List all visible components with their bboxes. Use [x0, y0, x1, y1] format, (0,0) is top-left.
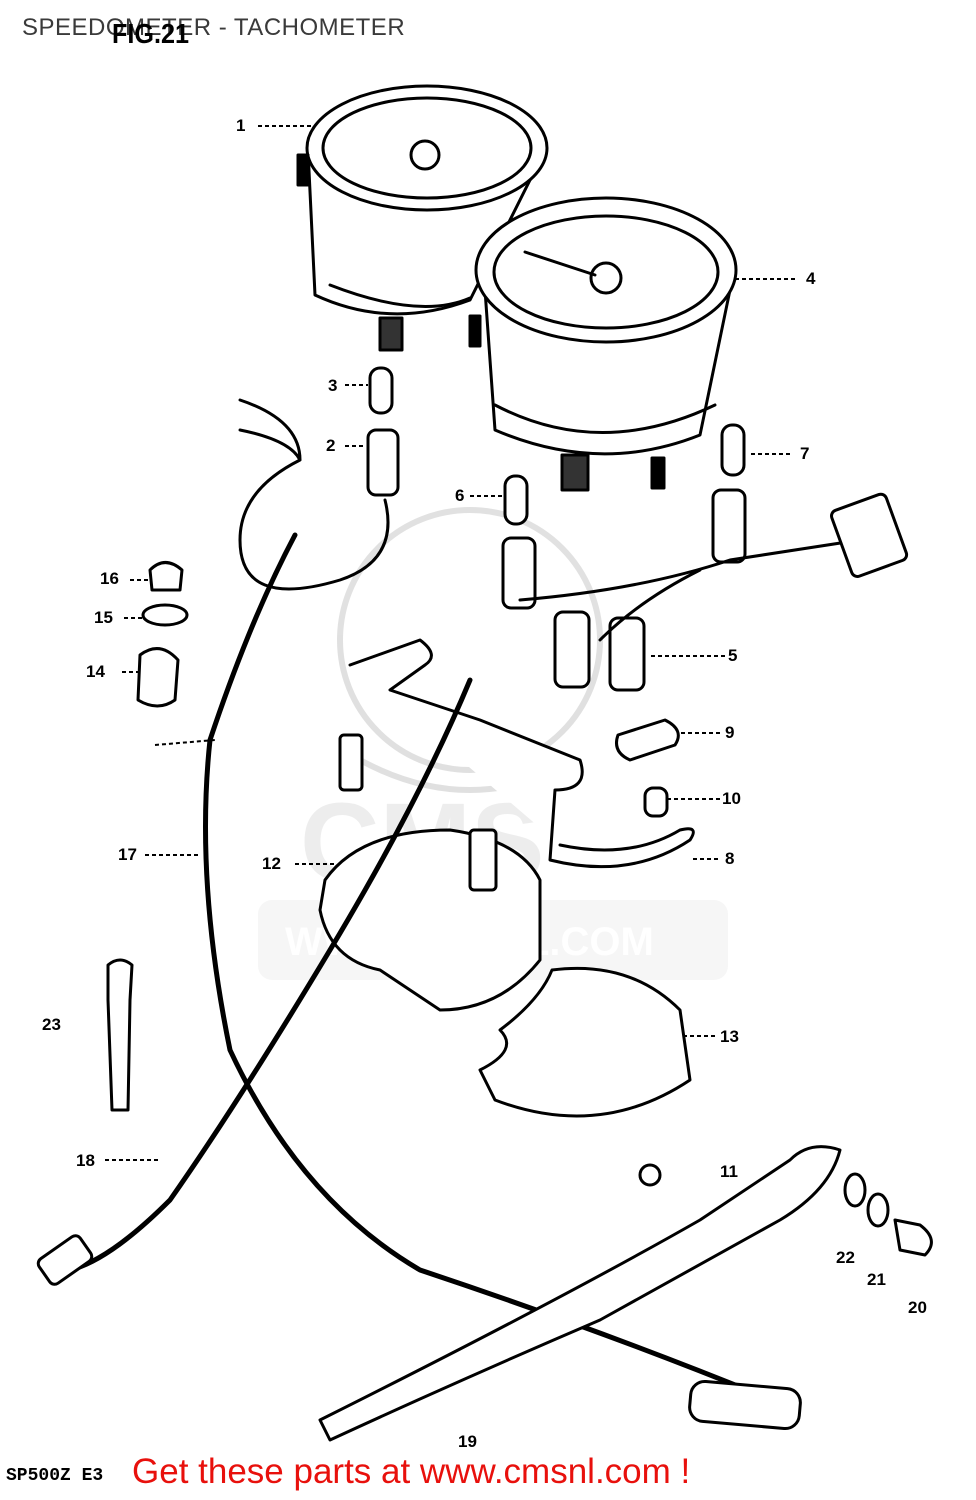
bulb-3 [368, 366, 394, 415]
callout-14: 14 [86, 662, 105, 681]
callout-5: 5 [728, 646, 738, 665]
tachometer [474, 196, 738, 492]
callout-13: 13 [720, 1027, 739, 1046]
callout-23: 23 [42, 1015, 61, 1034]
socket-5a [501, 536, 537, 610]
bracket-23 [106, 958, 134, 1112]
callout-16: 16 [100, 569, 119, 588]
callout-2: 2 [326, 436, 336, 455]
socket-5c [608, 616, 646, 692]
callout-15: 15 [94, 608, 113, 627]
washer-15 [141, 603, 189, 627]
cable-18 [67, 677, 473, 1273]
washer-22 [843, 1172, 867, 1208]
callout-12: 12 [262, 854, 281, 873]
callout-6: 6 [455, 486, 465, 505]
bracket-8 [348, 638, 695, 869]
bulb-6 [503, 474, 529, 526]
socket-7 [711, 488, 747, 564]
callout-11: 11 [720, 1162, 738, 1181]
callout-19: 19 [458, 1432, 477, 1451]
callout-18: 18 [76, 1151, 95, 1170]
collar-10 [643, 786, 669, 818]
callout-4: 4 [806, 269, 816, 288]
damper-9 [615, 718, 680, 762]
parts-link[interactable]: Get these parts at www.cmsnl.com ! [132, 1452, 691, 1491]
callout-22: 22 [836, 1248, 855, 1267]
connector [830, 492, 909, 578]
callout-20: 20 [908, 1298, 927, 1317]
bulb-7 [720, 423, 746, 477]
callout-17: 17 [118, 845, 137, 864]
page-title: SPEEDOMETER - TACHOMETER [22, 14, 406, 41]
bolt-20 [893, 1218, 933, 1257]
callout-10: 10 [722, 789, 741, 808]
cover-13 [478, 966, 692, 1118]
housing-12 [318, 828, 542, 1012]
callout-3: 3 [328, 376, 338, 395]
nut-16 [148, 561, 184, 592]
bracket-19 [318, 1145, 842, 1442]
callout-9: 9 [725, 723, 735, 742]
speedometer [296, 84, 549, 352]
model-code: SP500Z E3 [6, 1466, 104, 1486]
callout-7: 7 [800, 444, 810, 463]
callout-1: 1 [236, 116, 246, 135]
grommet-14 [136, 647, 180, 708]
socket-5b [553, 610, 591, 689]
callout-21: 21 [867, 1270, 886, 1289]
figure-number: FIG.21 [112, 18, 190, 49]
socket-2 [366, 428, 400, 497]
washer-21 [866, 1192, 890, 1228]
wiring-harness [238, 398, 862, 642]
nut-11 [638, 1163, 662, 1187]
callout-8: 8 [725, 849, 735, 868]
